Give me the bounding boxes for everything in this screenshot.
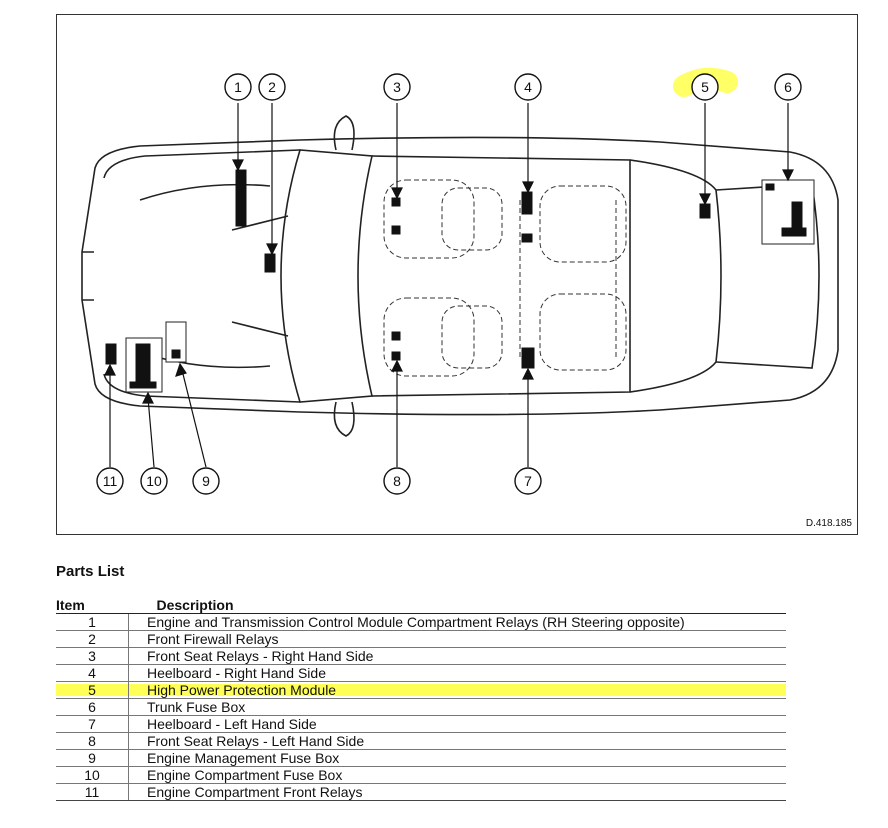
- svg-text:5: 5: [701, 79, 709, 95]
- component-8: [391, 331, 401, 361]
- component-4: [521, 191, 533, 243]
- callout-5: 5: [691, 73, 719, 101]
- callout-3: 3: [383, 73, 411, 101]
- vehicle-location-diagram: 1 2 3 4 5 6 7 8 9 10 11: [81, 67, 839, 495]
- callout-9: 9: [192, 467, 220, 495]
- leader-lines: [104, 103, 794, 468]
- table-header-row: Item Description: [56, 597, 786, 614]
- svg-text:6: 6: [784, 79, 792, 95]
- component-6: [761, 179, 815, 245]
- parts-list-title: Parts List: [56, 563, 125, 580]
- item-number: 10: [56, 766, 129, 784]
- item-number: 6: [56, 698, 129, 716]
- callout-6: 6: [774, 73, 802, 101]
- callout-7: 7: [514, 467, 542, 495]
- svg-text:9: 9: [202, 473, 210, 489]
- component-1: [235, 169, 247, 227]
- item-number: 8: [56, 732, 129, 750]
- item-number: 7: [56, 715, 129, 733]
- header-description: Description: [128, 597, 786, 614]
- callouts: 1 2 3 4 5 6 7 8 9 10 11: [96, 73, 802, 495]
- component-5: [699, 203, 711, 219]
- svg-text:1: 1: [234, 79, 242, 95]
- header-item: Item: [56, 597, 129, 614]
- item-number: 2: [56, 630, 129, 648]
- svg-text:7: 7: [524, 473, 532, 489]
- item-description: Front Seat Relays - Right Hand Side: [128, 647, 786, 665]
- callout-11: 11: [96, 467, 124, 495]
- item-number: 1: [56, 613, 129, 631]
- component-10: [125, 337, 163, 393]
- seat-outlines: [383, 179, 627, 377]
- svg-text:10: 10: [146, 473, 162, 489]
- callout-2: 2: [258, 73, 286, 101]
- component-markers: [105, 169, 815, 393]
- component-9: [165, 321, 187, 363]
- item-description: Heelboard - Left Hand Side: [128, 715, 786, 733]
- component-11: [105, 343, 117, 365]
- svg-text:11: 11: [103, 473, 118, 489]
- svg-text:3: 3: [393, 79, 401, 95]
- item-number: 4: [56, 664, 129, 682]
- callout-10: 10: [140, 467, 168, 495]
- item-description: Heelboard - Right Hand Side: [128, 664, 786, 682]
- callout-1: 1: [224, 73, 252, 101]
- car-body-outline: [81, 115, 839, 437]
- component-7: [521, 347, 535, 369]
- svg-text:4: 4: [524, 79, 532, 95]
- callout-4: 4: [514, 73, 542, 101]
- item-description: Engine Management Fuse Box: [128, 749, 786, 767]
- item-number: 11: [56, 783, 129, 801]
- svg-text:8: 8: [393, 473, 401, 489]
- item-number: 9: [56, 749, 129, 767]
- item-number: 5: [56, 681, 129, 699]
- item-description: High Power Protection Module: [128, 681, 786, 699]
- component-2: [264, 253, 276, 273]
- item-description: Engine Compartment Fuse Box: [128, 766, 786, 784]
- item-number: 3: [56, 647, 129, 665]
- item-description: Engine Compartment Front Relays: [128, 783, 786, 801]
- item-description: Front Firewall Relays: [128, 630, 786, 648]
- item-description: Trunk Fuse Box: [128, 698, 786, 716]
- item-description: Front Seat Relays - Left Hand Side: [128, 732, 786, 750]
- diagram-frame: [56, 14, 858, 535]
- item-description: Engine and Transmission Control Module C…: [128, 613, 786, 631]
- svg-text:2: 2: [268, 79, 276, 95]
- drawing-reference: D.418.185: [803, 518, 854, 529]
- component-3: [391, 197, 401, 235]
- callout-8: 8: [383, 467, 411, 495]
